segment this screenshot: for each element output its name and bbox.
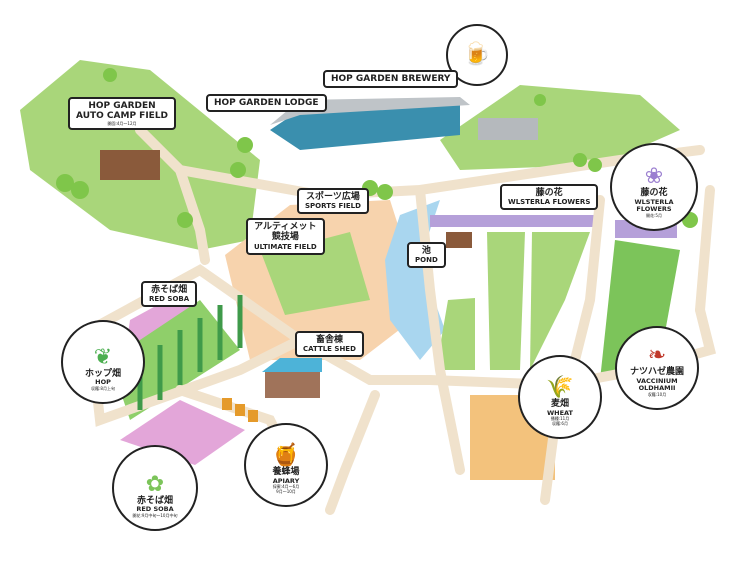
cattle-shed-label[interactable]: 畜舎棟 CATTLE SHED bbox=[295, 331, 364, 358]
brewery-label[interactable]: HOP GARDEN BREWERY bbox=[323, 70, 459, 89]
lodge-label[interactable]: HOP GARDEN LODGE bbox=[206, 94, 327, 113]
ultimate-field-label[interactable]: アルティメット 競技場 ULTIMATE FIELD bbox=[246, 218, 325, 255]
wisteria-circle[interactable]: ❀ 藤の花 WLSTERLA FLOWERS 開花:5月 bbox=[610, 143, 698, 231]
red-soba-circle[interactable]: ✿ 赤そば畑 RED SOBA 開花:9月中旬〜10月中旬 bbox=[112, 445, 198, 531]
hop-circle[interactable]: ❦ ホップ畑 HOP 収穫:8月上旬 bbox=[61, 320, 145, 404]
berry-icon: ❧ bbox=[647, 342, 667, 368]
apiary-circle[interactable]: 🍯 養蜂場 APIARY 採蜜:4月〜6月 9月〜10月 bbox=[244, 423, 328, 507]
soba-flower-icon: ✿ bbox=[145, 471, 165, 497]
camp-cabin bbox=[100, 150, 160, 180]
wheat-circle[interactable]: 🌾 麦畑 WHEAT 播種:11月 収穫:6月 bbox=[518, 355, 602, 439]
wisteria-label[interactable]: 藤の花 WLSTERLA FLOWERS bbox=[500, 184, 599, 211]
sports-field-label[interactable]: スポーツ広場 SPORTS FIELD bbox=[297, 188, 369, 215]
wheat-icon: 🌾 bbox=[546, 374, 574, 400]
hop-leaf-icon: ❦ bbox=[93, 344, 113, 370]
honey-jar-icon: 🍯 bbox=[272, 442, 300, 468]
vaccinium-circle[interactable]: ❧ ナツハゼ農園 VACCINIUM OLDHAMII 収穫:10月 bbox=[615, 326, 699, 410]
camp-field-label[interactable]: HOP GARDEN AUTO CAMP FIELD 開園:4月〜12月 bbox=[68, 97, 177, 131]
cattle-shed-roof bbox=[262, 358, 322, 372]
trees bbox=[56, 68, 698, 228]
pavilion bbox=[446, 232, 472, 248]
wisteria-icon: ❀ bbox=[644, 163, 664, 189]
red-soba-label[interactable]: 赤そば畑 RED SOBA bbox=[141, 281, 198, 308]
hop-vines bbox=[137, 295, 243, 410]
disc-golf-lawn-1 bbox=[436, 298, 475, 370]
disc-golf-lawn-2 bbox=[487, 232, 525, 370]
brewery-building bbox=[270, 105, 460, 150]
parking-lot bbox=[478, 118, 538, 140]
disc-golf-lawn-3 bbox=[530, 232, 590, 370]
beehives bbox=[222, 398, 258, 422]
cattle-shed bbox=[265, 370, 320, 398]
pond-label[interactable]: 池 POND bbox=[407, 242, 446, 269]
wisteria-strip bbox=[430, 215, 595, 227]
lodge-lawn bbox=[440, 85, 680, 170]
beer-bottle-icon: 🍺 bbox=[463, 41, 491, 67]
